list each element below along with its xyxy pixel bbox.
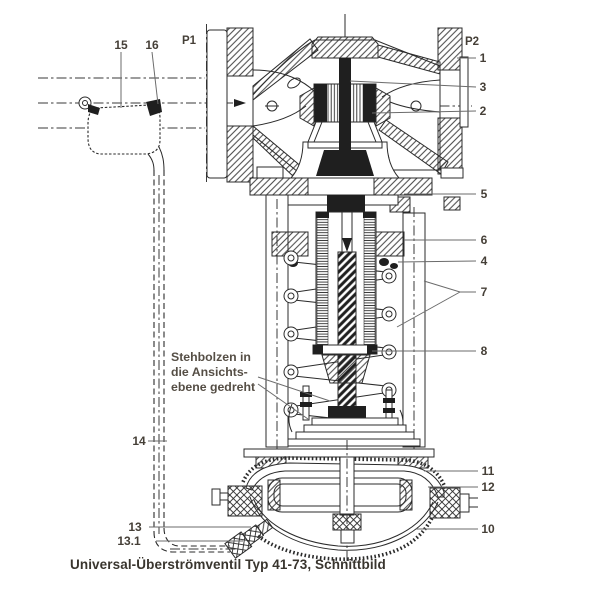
callout-7: 7 bbox=[480, 285, 488, 299]
valve-stem bbox=[337, 251, 357, 425]
vent-hole bbox=[410, 100, 422, 112]
diaphragm-housing bbox=[211, 440, 478, 562]
callout-6: 6 bbox=[480, 233, 488, 247]
flow-arrow bbox=[234, 99, 246, 107]
callout-13-1: 13.1 bbox=[117, 534, 141, 548]
figure-caption: Universal-Überströmventil Typ 41-73, Sch… bbox=[70, 557, 386, 572]
port-label-p2: P2 bbox=[464, 36, 480, 48]
callout-14: 14 bbox=[132, 434, 146, 448]
callout-5: 5 bbox=[480, 187, 488, 201]
stem-bottom-nut bbox=[332, 513, 362, 531]
valve-body bbox=[206, 27, 469, 183]
bottom-plate bbox=[243, 448, 435, 458]
stud-bolt-note: Stehbolzen in die Ansichts- ebene gedreh… bbox=[171, 350, 255, 395]
bellows-assembly bbox=[312, 211, 378, 425]
callout-16: 16 bbox=[145, 38, 159, 52]
adjusting-nut bbox=[328, 406, 366, 420]
callout-10: 10 bbox=[481, 522, 495, 536]
actuator-spring-housing bbox=[243, 166, 464, 469]
seat-and-plug bbox=[299, 58, 391, 176]
callout-11: 11 bbox=[481, 464, 495, 478]
valve-stem-top bbox=[339, 58, 351, 176]
pipe-union bbox=[224, 518, 274, 559]
body-top-hump bbox=[311, 36, 379, 59]
callout-12: 12 bbox=[481, 480, 495, 494]
callout-3: 3 bbox=[479, 80, 487, 94]
callout-15: 15 bbox=[114, 38, 128, 52]
spring-plate bbox=[287, 403, 421, 447]
leader-lines bbox=[120, 51, 478, 542]
flange-p1 bbox=[206, 29, 228, 179]
clamp-bolt-right bbox=[429, 487, 461, 519]
callout-13: 13 bbox=[128, 520, 142, 534]
note-line-3: ebene gedreht bbox=[171, 380, 256, 394]
flange-p2 bbox=[437, 27, 463, 71]
callout-4: 4 bbox=[480, 254, 488, 268]
note-line-2: die Ansichts- bbox=[171, 365, 248, 379]
callout-8: 8 bbox=[480, 344, 488, 358]
compensator-barrel bbox=[78, 96, 165, 172]
callout-1: 1 bbox=[479, 51, 487, 65]
note-line-1: Stehbolzen in bbox=[171, 350, 251, 364]
port-label-p1: P1 bbox=[181, 35, 197, 47]
callout-2: 2 bbox=[479, 104, 487, 118]
clamp-bolt-left bbox=[227, 485, 263, 517]
